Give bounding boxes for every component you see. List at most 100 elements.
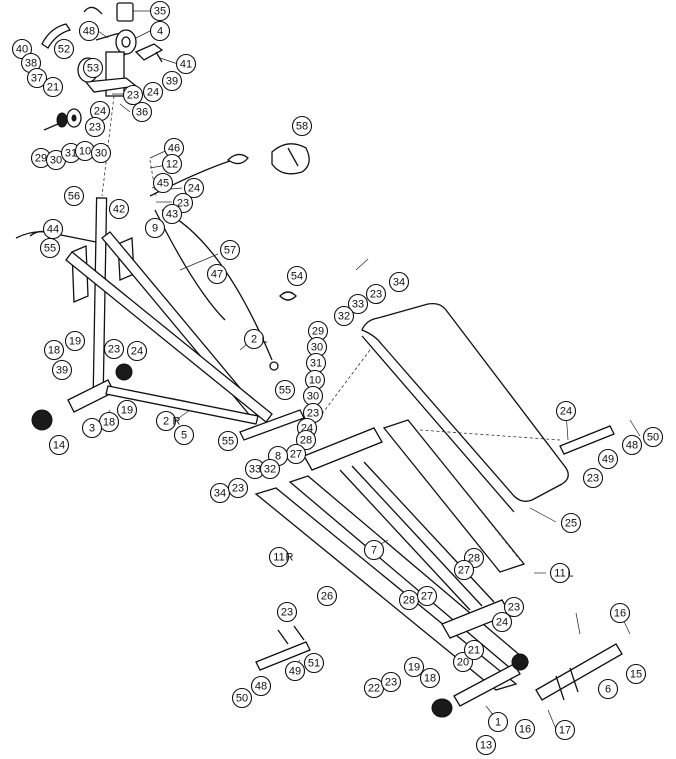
callout-number: 4 bbox=[157, 26, 163, 38]
callout-number: 21 bbox=[468, 645, 480, 657]
callout-20: 20 bbox=[452, 651, 474, 673]
callout-31: 31 bbox=[305, 352, 327, 374]
callout-34: 34 bbox=[209, 482, 231, 504]
callout-number: 25 bbox=[565, 518, 577, 530]
callout-18: 18 bbox=[419, 667, 441, 689]
callout-18: 18 bbox=[43, 339, 65, 361]
callout-58: 58 bbox=[291, 115, 313, 137]
callout-circle bbox=[219, 239, 241, 261]
callout-circle bbox=[554, 719, 576, 741]
callout-circle bbox=[42, 76, 64, 98]
callout-number: 9 bbox=[152, 223, 158, 235]
callout-circle bbox=[144, 217, 166, 239]
callout-13: 13 bbox=[475, 734, 497, 756]
callout-circle bbox=[149, 20, 171, 42]
callout-number: 23 bbox=[307, 408, 319, 420]
callout-34: 34 bbox=[388, 271, 410, 293]
callout-42: 42 bbox=[108, 198, 130, 220]
callout-number: 33 bbox=[249, 464, 261, 476]
callout-23: 23 bbox=[122, 84, 144, 106]
callout-number: 24 bbox=[560, 406, 572, 418]
callout-circle bbox=[268, 546, 290, 568]
callout-48: 48 bbox=[78, 20, 100, 42]
callout-circle bbox=[380, 671, 402, 693]
callout-24: 24 bbox=[89, 100, 111, 122]
callout-1: 1 bbox=[487, 711, 509, 733]
callout-circle bbox=[419, 667, 441, 689]
callout-circle bbox=[642, 426, 664, 448]
callout-28: 28 bbox=[295, 429, 317, 451]
callout-48: 48 bbox=[621, 434, 643, 456]
callout-number: 24 bbox=[147, 87, 159, 99]
callout-36: 36 bbox=[131, 101, 153, 123]
callout-50: 50 bbox=[231, 687, 253, 709]
callout-23: 23 bbox=[103, 338, 125, 360]
callout-55: 55 bbox=[274, 379, 296, 401]
callout-number: 49 bbox=[602, 454, 614, 466]
callout-51: 51 bbox=[303, 652, 325, 674]
callout-23: 23 bbox=[276, 601, 298, 623]
callout-number: 34 bbox=[214, 488, 226, 500]
callout-number: 38 bbox=[25, 58, 37, 70]
callout-circle bbox=[416, 585, 438, 607]
callout-19: 19 bbox=[403, 656, 425, 678]
callout-circle bbox=[161, 70, 183, 92]
callout-19: 19 bbox=[64, 330, 86, 352]
callout-6: 6 bbox=[597, 678, 619, 700]
callout-number: 6 bbox=[605, 684, 611, 696]
callout-circle bbox=[155, 410, 177, 432]
callout-number: 16 bbox=[519, 724, 531, 736]
callout-number: 19 bbox=[69, 336, 81, 348]
callout-number: 40 bbox=[16, 44, 28, 56]
callout-number: 31 bbox=[310, 358, 322, 370]
callout-circle bbox=[149, 0, 171, 22]
callout-9: 9 bbox=[144, 217, 166, 239]
callout-circle bbox=[82, 57, 104, 79]
callout-number: 23 bbox=[370, 289, 382, 301]
callout-45: 45 bbox=[152, 172, 174, 194]
callout-53: 53 bbox=[82, 57, 104, 79]
callout-number: 23 bbox=[127, 90, 139, 102]
callout-23: 23 bbox=[84, 116, 106, 138]
callout-circle bbox=[491, 611, 513, 633]
callout-55: 55 bbox=[217, 430, 239, 452]
callout-circle bbox=[142, 81, 164, 103]
callout-30: 30 bbox=[45, 149, 67, 171]
callout-side-suffix: L bbox=[567, 568, 573, 580]
callout-38: 38 bbox=[20, 52, 42, 74]
callout-number: 39 bbox=[56, 365, 68, 377]
callout-number: 34 bbox=[393, 277, 405, 289]
callout-27: 27 bbox=[453, 559, 475, 581]
callout-number: 45 bbox=[157, 178, 169, 190]
callout-29: 29 bbox=[307, 320, 329, 342]
callout-circle bbox=[183, 177, 205, 199]
callout-number: 29 bbox=[312, 326, 324, 338]
callout-circle bbox=[250, 675, 272, 697]
callout-number: 23 bbox=[587, 473, 599, 485]
callout-circle bbox=[597, 448, 619, 470]
callout-number: 15 bbox=[630, 669, 642, 681]
callout-54: 54 bbox=[286, 265, 308, 287]
callout-circle bbox=[161, 203, 183, 225]
callout-number: 55 bbox=[279, 385, 291, 397]
callout-32: 32 bbox=[333, 305, 355, 327]
callout-number: 35 bbox=[154, 6, 166, 18]
callout-number: 21 bbox=[47, 82, 59, 94]
callout-23: 23 bbox=[582, 467, 604, 489]
callout-35: 35 bbox=[149, 0, 171, 22]
callout-19: 19 bbox=[116, 399, 138, 421]
callout-number: 43 bbox=[166, 209, 178, 221]
callout-circle bbox=[259, 458, 281, 480]
callout-30: 30 bbox=[306, 336, 328, 358]
callout-23: 23 bbox=[380, 671, 402, 693]
callout-circle bbox=[514, 718, 536, 740]
callout-18: 18 bbox=[98, 411, 120, 433]
callout-circle bbox=[84, 116, 106, 138]
callout-circle bbox=[560, 512, 582, 534]
callout-circle bbox=[274, 379, 296, 401]
callout-52: 52 bbox=[53, 38, 75, 60]
callout-number: 49 bbox=[289, 666, 301, 678]
callout-circle bbox=[206, 263, 228, 285]
